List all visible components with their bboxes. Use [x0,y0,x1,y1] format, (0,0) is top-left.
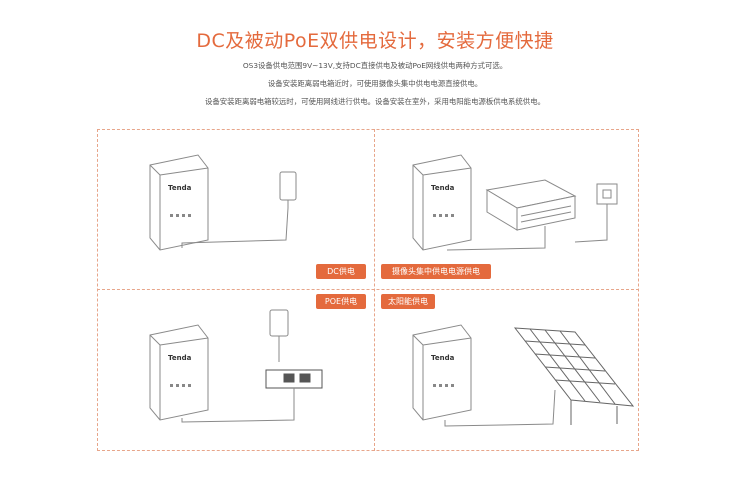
description-line-1: OS3设备供电范围9V~13V,支持DC直接供电及被动PoE网线供电两种方式可选… [242,61,508,70]
solar-power-label: 太阳能供电 [381,294,435,309]
wall-socket [596,183,618,205]
device-brand: Tenda [168,354,192,362]
power-cable [444,389,556,427]
power-adapter [269,309,289,362]
description-line-3: 设备安装距离弱电箱较远时，可使用网线进行供电。设备安装在室外，采用电阳能电源板供… [205,97,545,106]
vertical-divider [374,129,375,451]
illustration-frame [97,129,639,451]
solar-power-scene: Tenda [412,324,635,427]
dc-cable [446,226,546,251]
centralized-power-label: 摄像头集中供电电源供电 [381,264,491,279]
device-brand: Tenda [431,184,455,192]
centralized-power-supply [485,179,577,231]
device-brand: Tenda [431,354,455,362]
power-adapter [279,171,297,208]
dc-power-scene: Tenda [149,154,297,251]
device-brand: Tenda [168,184,192,192]
cpe-device [412,324,472,421]
cpe-device [412,154,472,251]
centralized-power-scene: Tenda [412,154,618,251]
page-title: DC及被动PoE双供电设计，安装方便快捷 [196,30,554,52]
network-cable [181,388,295,423]
solar-panel [513,327,635,425]
dc-power-label: DC供电 [316,264,366,279]
horizontal-divider [97,289,639,290]
poe-injector [265,369,323,389]
description-line-2: 设备安装距离弱电箱近时，可使用摄像头集中供电电源直接供电。 [267,79,483,88]
poe-power-label: POE供电 [316,294,366,309]
dc-cable [181,207,289,248]
cpe-device [149,324,209,421]
cpe-device [149,154,209,251]
power-cable [574,204,608,243]
poe-power-scene: Tenda [149,309,323,423]
